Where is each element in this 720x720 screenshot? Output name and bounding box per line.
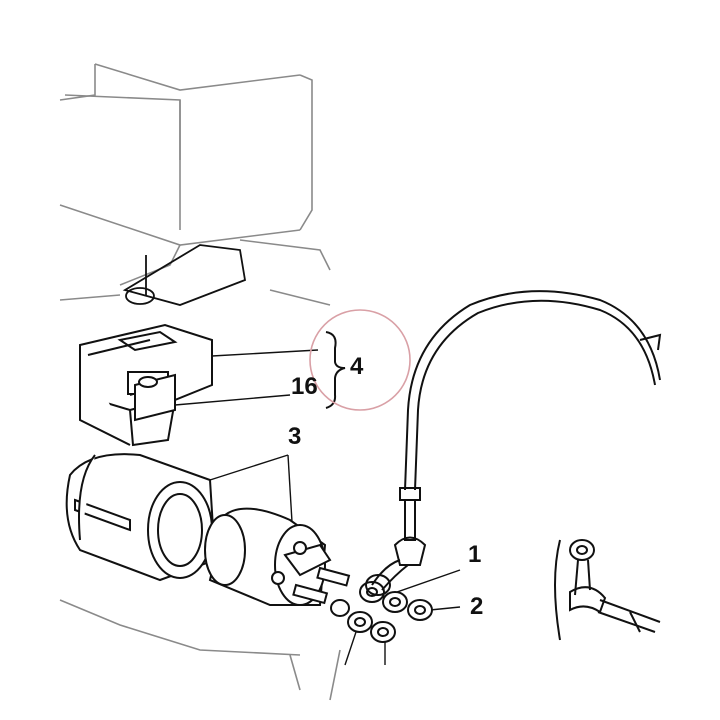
fastener-hardware	[330, 581, 433, 643]
battery-cable	[365, 290, 662, 596]
highlight-circle	[309, 309, 411, 411]
rubber-sleeve	[65, 453, 217, 582]
callout-16: 16	[291, 373, 318, 400]
callout-brace	[325, 331, 346, 409]
leader-lines	[174, 349, 461, 666]
callout-1: 1	[468, 541, 482, 568]
callout-3: 3	[288, 423, 302, 450]
callout-2: 2	[470, 593, 484, 620]
clip-part	[134, 373, 176, 422]
starter-solenoid	[204, 507, 351, 606]
ground-cable	[554, 539, 661, 641]
engine-housing-outline	[59, 63, 341, 701]
mounting-boss	[122, 244, 247, 306]
callout-4: 4	[350, 353, 364, 380]
